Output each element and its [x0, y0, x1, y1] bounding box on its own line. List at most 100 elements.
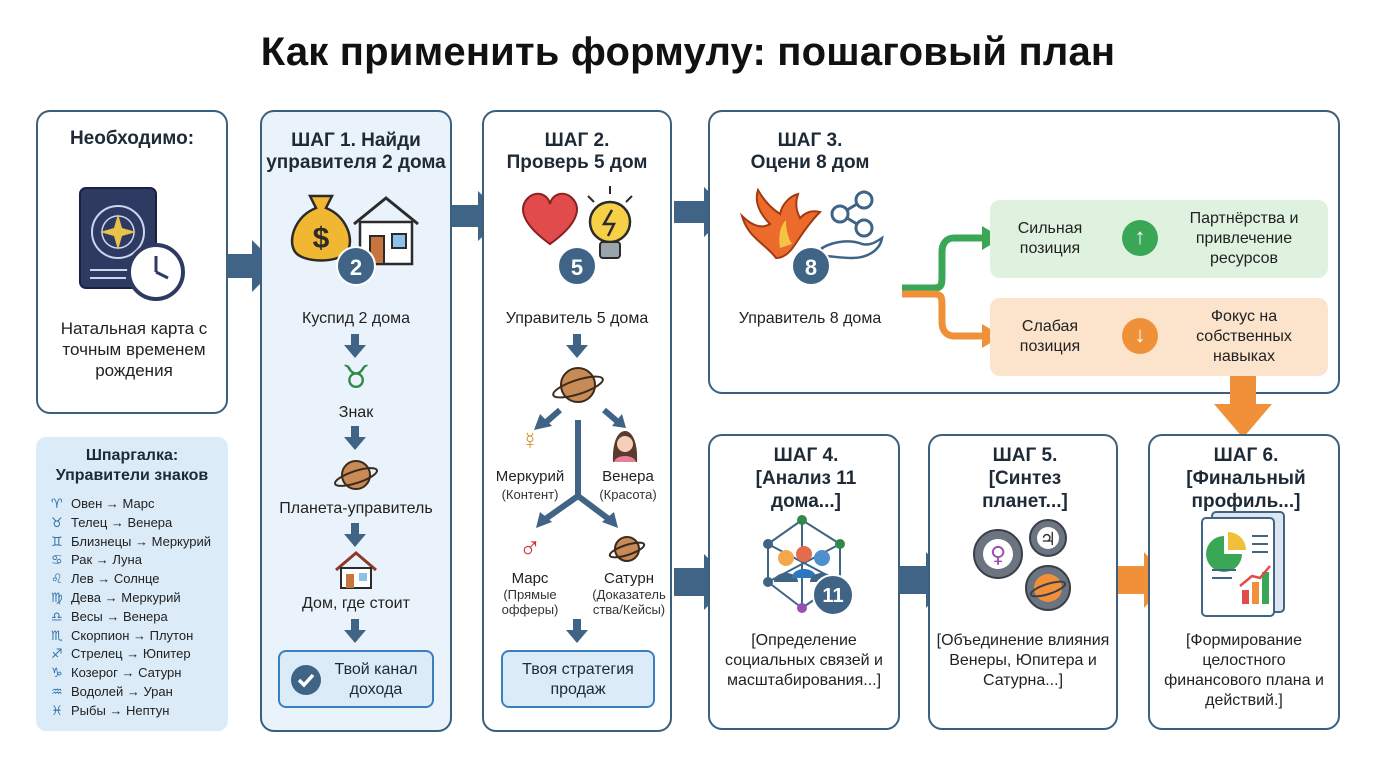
cheatsheet-item-text: Рыбы → Нептун [71, 702, 170, 718]
zodiac-sign-icon: ♍ [51, 589, 63, 605]
cheatsheet: Шпаргалка: Управители знаков ♈Овен → Мар… [36, 437, 228, 731]
zodiac-sign-icon: ♏ [51, 627, 63, 643]
svg-text:♀: ♀ [990, 543, 1006, 568]
step2-mars-sub: (Прямые офферы) [501, 587, 559, 617]
zodiac-sign-icon: ♊ [51, 533, 63, 549]
step2-mars: Марс [511, 570, 549, 587]
mars-icon: ♂ [518, 532, 542, 565]
taurus-icon: ♉ [341, 359, 371, 395]
step2-saturn: Сатурн [603, 570, 654, 587]
step3-badge: 8 [791, 246, 831, 286]
arrow-down-icon [566, 334, 588, 358]
need-heading: Необходимо: [69, 128, 195, 149]
step2-venus: Венера [602, 468, 654, 485]
step1-title: ШАГ 1. Найди управителя 2 дома [266, 130, 446, 173]
svg-text:$: $ [313, 222, 330, 255]
branch-arrows [902, 226, 1002, 348]
cheatsheet-item: ♐ Стрелец → Юпитер [51, 645, 211, 664]
cheatsheet-item-text: Телец → Венера [71, 514, 173, 530]
weak-position-label: Слабая позиция [1019, 318, 1081, 355]
heart-lightbulb-icon [522, 186, 633, 259]
step2-result: Твоя стратегия продаж [522, 661, 634, 698]
step5-card: ШАГ 5. [Синтез планет...] [928, 434, 1118, 730]
zodiac-sign-icon: ♌ [51, 571, 63, 587]
check-icon [291, 665, 321, 695]
cheatsheet-item-text: Весы → Венера [71, 608, 168, 624]
svg-text:♃: ♃ [1040, 529, 1056, 550]
cheatsheet-item: ♓ Рыбы → Нептун [51, 702, 211, 721]
zodiac-sign-icon: ♐ [51, 646, 63, 662]
need-card: Необходимо: Натальная карта с точным вре… [36, 110, 228, 414]
step1-flow-planet: Планета-управитель [279, 500, 433, 517]
arrow-down-icon [344, 426, 366, 450]
money-bag-house-icon: $ [290, 194, 419, 266]
cheatsheet-item-text: Овен → Марс [71, 496, 155, 511]
step4-text: [Определение социальных связей и масштаб… [725, 632, 883, 689]
strong-position-box: Сильная позиция ↑ Партнёрства и привлече… [990, 200, 1328, 278]
zodiac-sign-icon: ♓ [51, 702, 63, 718]
cheatsheet-item: ♎ Весы → Венера [51, 608, 211, 627]
cheatsheet-item-text: Водолей → Уран [71, 683, 173, 699]
step2-venus-sub: (Красота) [599, 487, 657, 502]
financial-report-icon [1201, 511, 1285, 617]
step1-flow-house: Дом, где стоит [302, 595, 410, 612]
branch-arrows [534, 407, 626, 528]
phoenix-network-icon [740, 188, 884, 260]
arrow-down-icon [344, 619, 366, 643]
cheatsheet-item: ♈Овен → Марс [51, 495, 211, 514]
step1-result: Твой канал дохода [334, 661, 418, 698]
gears-planets-icon: ♀ ♃ [973, 519, 1071, 611]
step2-saturn-sub: (Доказатель ства/Кейсы) [592, 587, 666, 617]
arrow-down-icon: ↓ [1122, 318, 1158, 354]
step5-title: ШАГ 5. [Синтез планет...] [982, 445, 1068, 512]
step5-text: [Объединение влияния Венеры, Юпитера и С… [936, 632, 1110, 689]
cheatsheet-item-text: Козерог → Сатурн [71, 665, 182, 681]
cheatsheet-list: ♈Овен → Марс♉Телец → Венера♊ Близнецы → М… [51, 495, 211, 721]
house-icon [335, 551, 377, 589]
natal-chart-clock-icon [79, 187, 185, 301]
step3-ruler: Управитель 8 дома [738, 310, 882, 327]
step4-title: ШАГ 4. [Анализ 11 дома...] [755, 445, 857, 512]
cheatsheet-item-text: Близнецы → Меркурий [71, 533, 211, 549]
step2-badge: 5 [557, 246, 597, 286]
cheatsheet-item: ♍ Дева → Меркурий [51, 589, 211, 608]
step2-mercury-sub: (Контент) [501, 487, 559, 502]
cheatsheet-item: ♒Водолей → Уран [51, 683, 211, 702]
planet-icon [333, 460, 379, 490]
cheatsheet-item: ♉Телец → Венера [51, 514, 211, 533]
strong-position-label: Сильная позиция [1017, 220, 1083, 257]
weak-position-result: Фокус на собственных навыках [1196, 308, 1292, 365]
step3-title: ШАГ 3. Оцени 8 дом [750, 130, 870, 173]
zodiac-sign-icon: ♎ [51, 608, 63, 624]
cheatsheet-item-text: Стрелец → Юпитер [71, 646, 191, 662]
cheatsheet-item-text: Дева → Меркурий [71, 589, 181, 605]
cheatsheet-item-text: Скорпион → Плутон [71, 627, 194, 643]
step4-card: ШАГ 4. [Анализ 11 дома...] [708, 434, 900, 730]
cheatsheet-item: ♊ Близнецы → Меркурий [51, 533, 211, 552]
mercury-icon: ☿ [521, 428, 539, 455]
step2-result-box: Твоя стратегия продаж [501, 650, 655, 708]
planet-icon [552, 367, 604, 403]
cheatsheet-item-text: Лев → Солнце [71, 571, 160, 587]
saturn-icon [608, 536, 646, 562]
step2-ruler: Управитель 5 дома [505, 310, 649, 327]
strong-position-result: Партнёрства и привлечение ресурсов [1189, 210, 1299, 267]
cheatsheet-item: ♋ Рак → Луна [51, 551, 211, 570]
arrow-down-icon [344, 523, 366, 547]
step2-mercury: Меркурий [495, 468, 565, 485]
cheatsheet-item: ♏ Скорпион → Плутон [51, 627, 211, 646]
step1-badge: 2 [336, 246, 376, 286]
arrow-down-icon [566, 619, 588, 643]
step1-flow-cusp: Куспид 2 дома [302, 310, 410, 327]
cheatsheet-item: ♌ Лев → Солнце [51, 570, 211, 589]
zodiac-sign-icon: ♋ [51, 552, 63, 568]
step6-title: ШАГ 6. [Финальный профиль...] [1186, 445, 1306, 512]
cheatsheet-item: ♑ Козерог → Сатурн [51, 664, 211, 683]
cheatsheet-item-text: Рак → Луна [71, 552, 142, 568]
page-title: Как применить формулу: пошаговый план [260, 30, 1116, 74]
arrow-up-icon: ↑ [1122, 220, 1158, 256]
step1-flow-sign: Знак [338, 404, 374, 421]
weak-position-box: Слабая позиция ↓ Фокус на собственных на… [990, 298, 1328, 376]
zodiac-sign-icon: ♑ [51, 665, 63, 681]
arrow-down-icon [1214, 376, 1272, 438]
